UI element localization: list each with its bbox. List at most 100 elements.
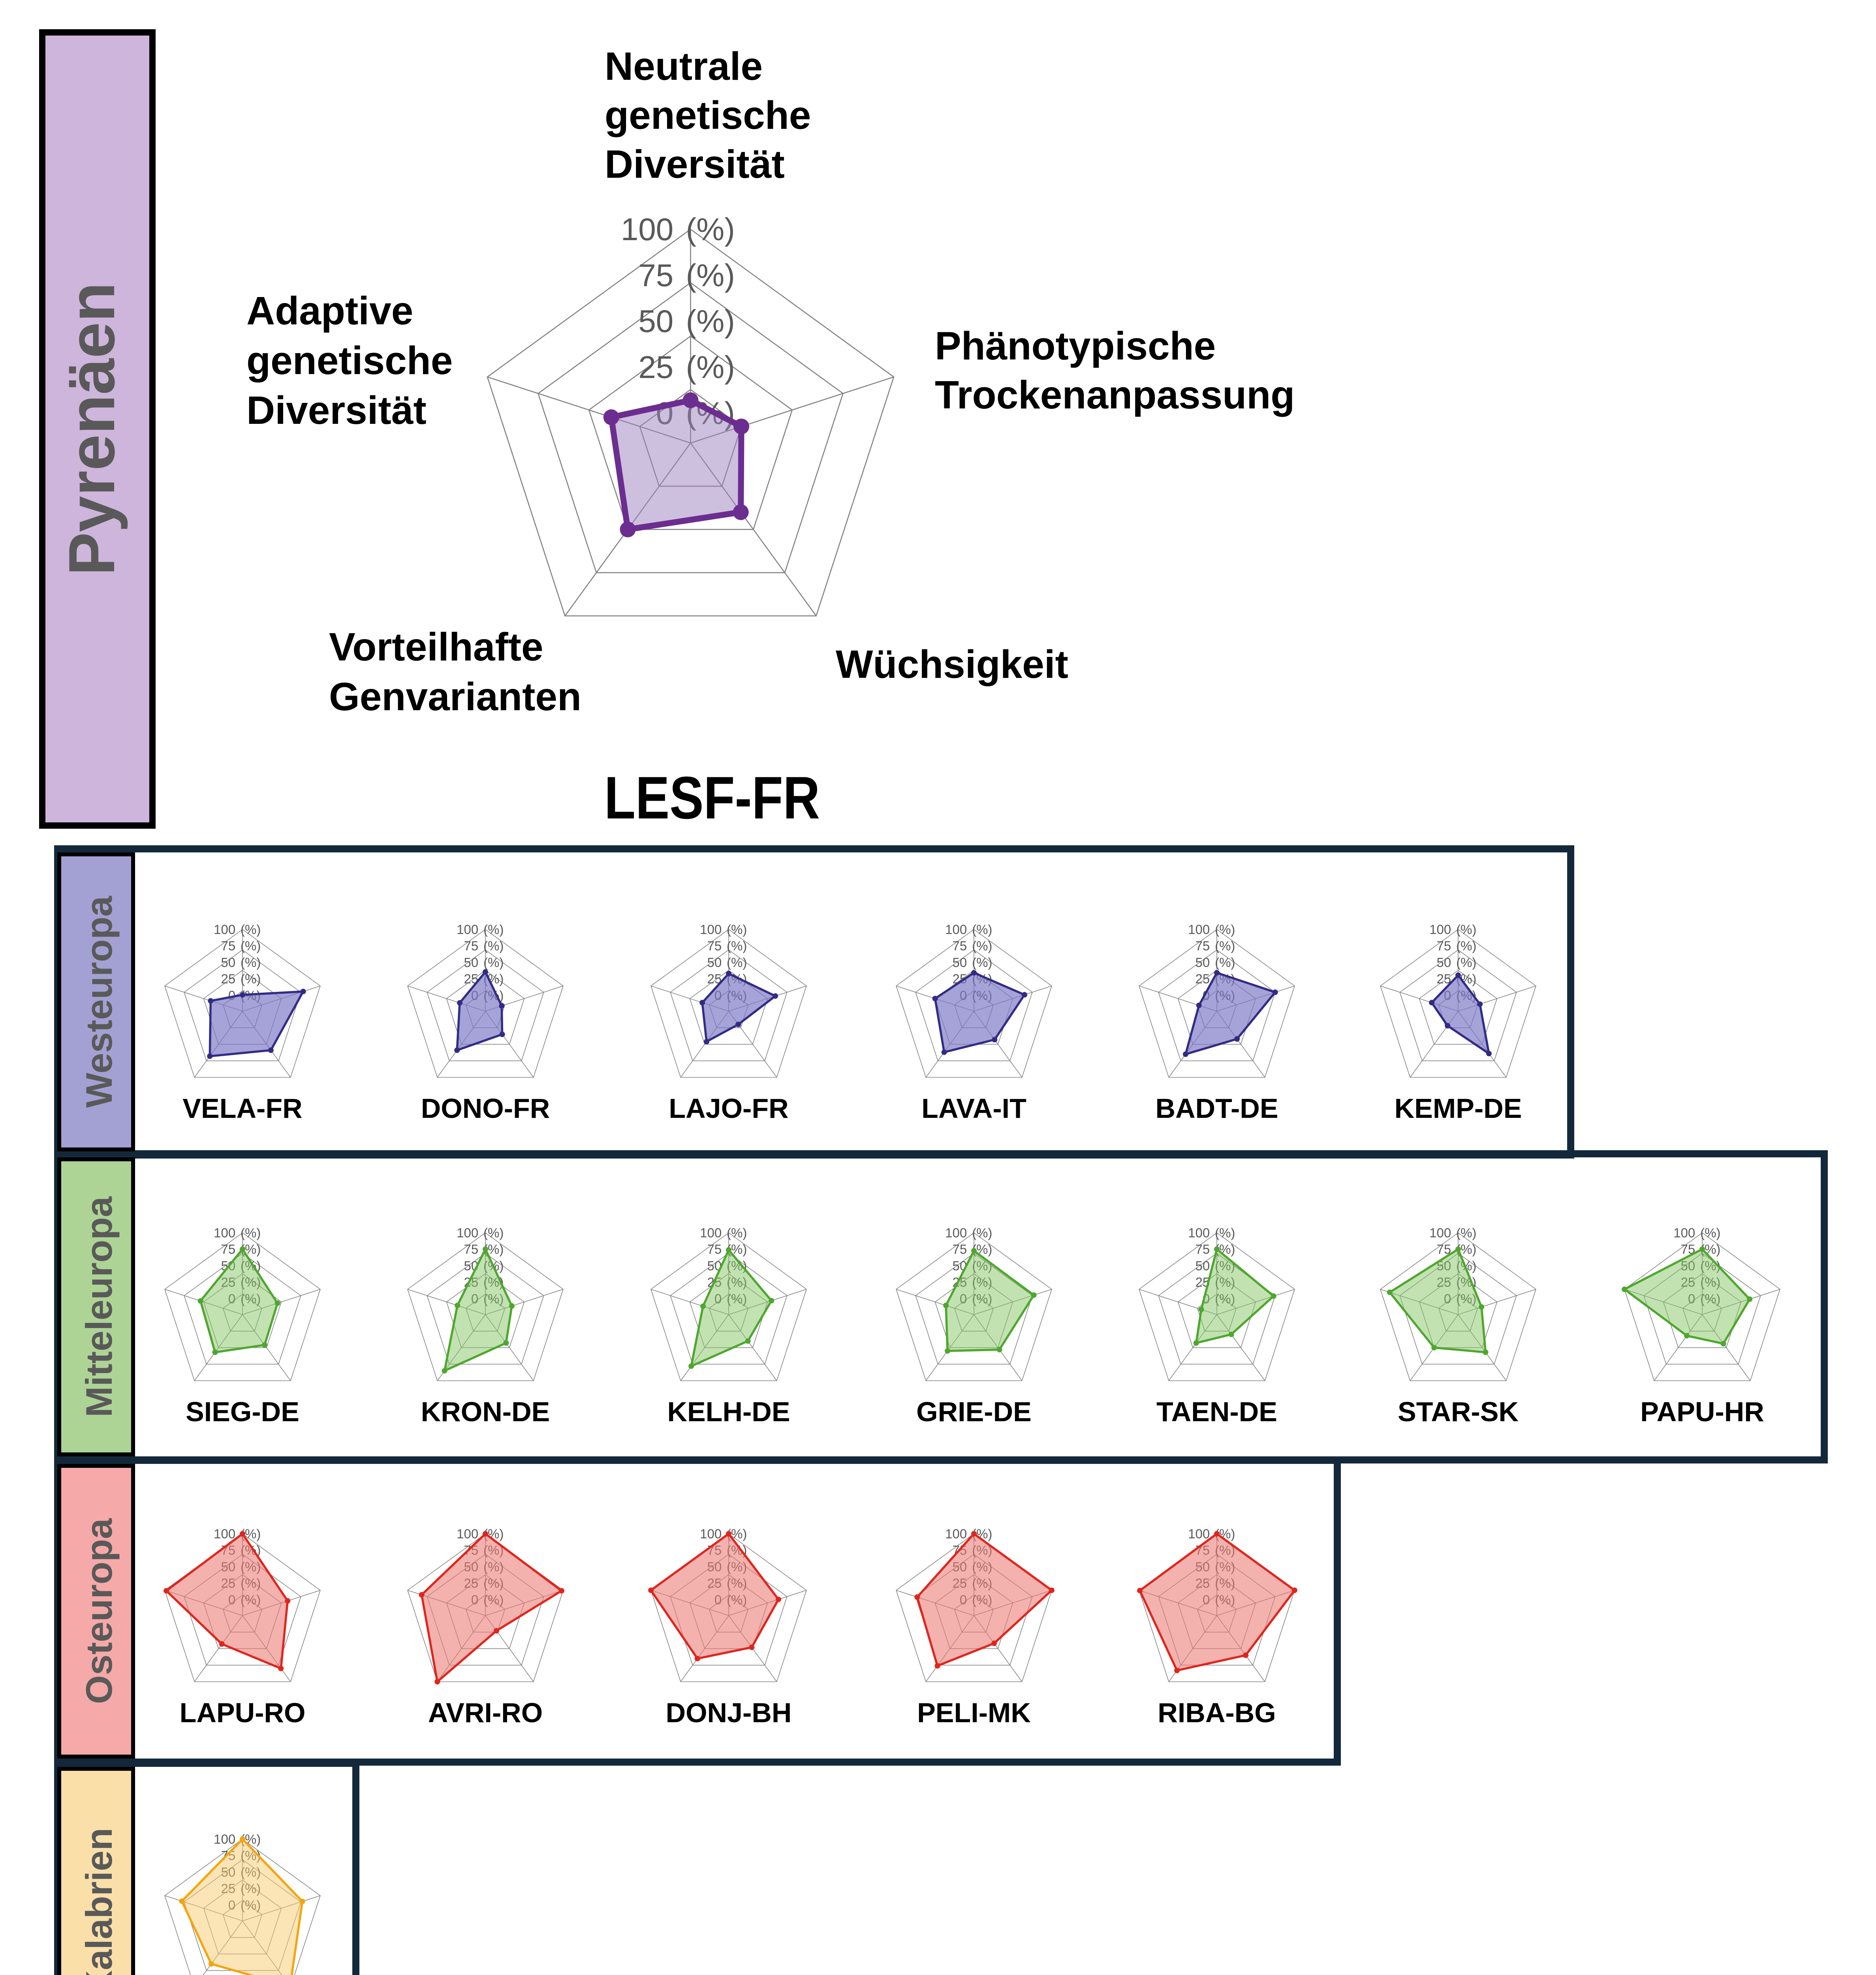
- svg-text:(%): (%): [483, 1226, 504, 1240]
- svg-text:75: 75: [952, 939, 967, 953]
- svg-text:100: 100: [1673, 1226, 1695, 1240]
- svg-text:25: 25: [1195, 972, 1210, 986]
- svg-text:BADT-DE: BADT-DE: [1155, 1093, 1278, 1124]
- svg-text:SIEG-DE: SIEG-DE: [186, 1396, 299, 1427]
- svg-text:100: 100: [1429, 922, 1451, 937]
- svg-text:100: 100: [1429, 1226, 1451, 1240]
- svg-text:100: 100: [945, 922, 967, 937]
- svg-text:(%): (%): [972, 955, 992, 970]
- svg-text:Genvarianten: Genvarianten: [329, 675, 581, 719]
- svg-text:100: 100: [214, 1527, 235, 1541]
- svg-text:(%): (%): [1456, 922, 1476, 937]
- svg-text:(%): (%): [727, 939, 747, 953]
- svg-text:KEMP-DE: KEMP-DE: [1395, 1093, 1522, 1124]
- svg-text:Westeuropa: Westeuropa: [78, 896, 120, 1108]
- svg-text:100: 100: [457, 1226, 478, 1240]
- svg-text:(%): (%): [686, 258, 735, 293]
- svg-text:100: 100: [214, 1226, 235, 1240]
- svg-text:(%): (%): [241, 1226, 261, 1240]
- svg-text:Neutrale: Neutrale: [605, 44, 763, 88]
- svg-text:Diversität: Diversität: [605, 142, 785, 186]
- svg-text:(%): (%): [972, 939, 992, 953]
- svg-text:(%): (%): [972, 1226, 992, 1240]
- svg-text:(%): (%): [483, 955, 504, 970]
- svg-text:100: 100: [945, 1226, 967, 1240]
- svg-text:LESF-FR: LESF-FR: [604, 764, 820, 831]
- svg-text:75: 75: [707, 939, 722, 953]
- svg-text:LAPU-RO: LAPU-RO: [180, 1697, 306, 1728]
- svg-text:(%): (%): [483, 939, 504, 953]
- svg-text:50: 50: [952, 955, 967, 970]
- svg-text:100: 100: [700, 1226, 722, 1240]
- svg-text:75: 75: [221, 1242, 235, 1256]
- svg-text:(%): (%): [727, 922, 747, 937]
- svg-text:50: 50: [707, 955, 722, 970]
- svg-text:STAR-SK: STAR-SK: [1398, 1396, 1519, 1427]
- svg-text:(%): (%): [1215, 922, 1235, 937]
- svg-text:TAEN-DE: TAEN-DE: [1156, 1396, 1277, 1427]
- svg-text:Pyrenäen: Pyrenäen: [55, 282, 128, 576]
- svg-text:100: 100: [621, 212, 673, 247]
- svg-text:100: 100: [214, 922, 235, 937]
- svg-text:100: 100: [1188, 922, 1210, 937]
- svg-text:75: 75: [638, 258, 673, 293]
- svg-text:KELH-DE: KELH-DE: [667, 1396, 790, 1427]
- svg-text:(%): (%): [1215, 939, 1235, 953]
- svg-text:Diversität: Diversität: [246, 388, 427, 433]
- svg-text:(%): (%): [1215, 955, 1235, 970]
- svg-text:Trockenanpassung: Trockenanpassung: [935, 373, 1295, 417]
- svg-text:75: 75: [1195, 1242, 1210, 1256]
- svg-text:VELA-FR: VELA-FR: [182, 1093, 302, 1124]
- svg-text:75: 75: [464, 939, 478, 953]
- svg-text:(%): (%): [241, 939, 261, 953]
- svg-text:Phänotypische: Phänotypische: [935, 324, 1216, 368]
- svg-text:(%): (%): [686, 212, 735, 247]
- svg-text:75: 75: [1195, 939, 1210, 953]
- svg-text:GRIE-DE: GRIE-DE: [916, 1396, 1032, 1427]
- svg-text:25: 25: [638, 350, 673, 385]
- svg-text:(%): (%): [483, 922, 504, 937]
- svg-text:Kalabrien: Kalabrien: [78, 1828, 120, 1975]
- svg-text:(%): (%): [1700, 1226, 1720, 1240]
- svg-text:50: 50: [464, 955, 478, 970]
- svg-text:75: 75: [1436, 939, 1451, 953]
- svg-text:100: 100: [945, 1527, 967, 1541]
- svg-text:100: 100: [1188, 1226, 1210, 1240]
- svg-text:50: 50: [1195, 955, 1210, 970]
- svg-text:(%): (%): [727, 1226, 747, 1240]
- svg-text:50: 50: [1195, 1258, 1210, 1273]
- svg-text:100: 100: [700, 1527, 722, 1541]
- svg-text:100: 100: [1188, 1527, 1210, 1541]
- svg-text:Wüchsigkeit: Wüchsigkeit: [836, 642, 1068, 687]
- svg-text:DONO-FR: DONO-FR: [421, 1093, 550, 1124]
- svg-text:(%): (%): [241, 955, 261, 970]
- svg-text:(%): (%): [241, 922, 261, 937]
- svg-text:75: 75: [221, 939, 235, 953]
- svg-text:Osteuropa: Osteuropa: [78, 1518, 120, 1704]
- svg-text:50: 50: [1436, 955, 1451, 970]
- svg-text:(%): (%): [686, 350, 735, 385]
- svg-text:Vorteilhafte: Vorteilhafte: [329, 625, 543, 669]
- svg-text:LAVA-IT: LAVA-IT: [921, 1093, 1026, 1124]
- svg-text:(%): (%): [1215, 1226, 1235, 1240]
- svg-text:genetische: genetische: [246, 339, 453, 383]
- svg-text:genetische: genetische: [605, 93, 811, 137]
- svg-text:(%): (%): [1456, 955, 1476, 970]
- svg-text:KRON-DE: KRON-DE: [421, 1396, 550, 1427]
- svg-text:50: 50: [638, 304, 673, 339]
- svg-text:50: 50: [221, 955, 235, 970]
- svg-text:PAPU-HR: PAPU-HR: [1640, 1396, 1764, 1427]
- svg-text:25: 25: [221, 972, 235, 986]
- svg-text:100: 100: [457, 1527, 478, 1541]
- svg-text:75: 75: [707, 1242, 722, 1256]
- svg-text:100: 100: [214, 1832, 235, 1847]
- svg-text:RIBA-BG: RIBA-BG: [1158, 1697, 1276, 1728]
- svg-text:(%): (%): [1456, 939, 1476, 953]
- svg-text:100: 100: [700, 922, 722, 937]
- svg-text:Mitteleuropa: Mitteleuropa: [78, 1196, 120, 1417]
- svg-text:(%): (%): [686, 304, 735, 339]
- svg-text:100: 100: [457, 922, 478, 937]
- svg-text:LAJO-FR: LAJO-FR: [669, 1093, 788, 1124]
- svg-text:(%): (%): [972, 922, 992, 937]
- svg-text:(%): (%): [1456, 1226, 1476, 1240]
